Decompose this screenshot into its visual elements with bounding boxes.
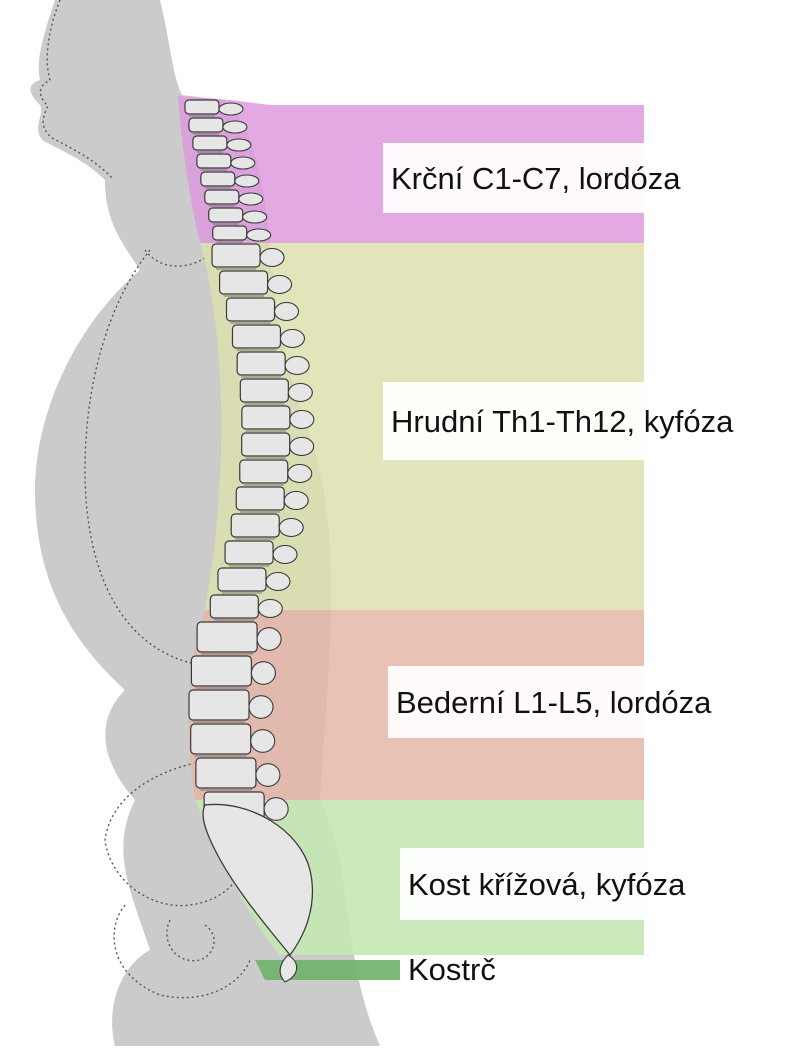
vertebra-body (197, 154, 231, 168)
vertebra-process (279, 519, 303, 537)
vertebra-body (189, 118, 223, 132)
vertebra-body (191, 656, 251, 686)
vertebra-process (251, 662, 275, 685)
vertebra-process (260, 249, 284, 267)
vertebra-body (220, 271, 268, 294)
vertebra-body (205, 190, 239, 204)
vertebra-body (232, 325, 280, 348)
vertebra-process (235, 175, 259, 187)
band-coccyx (255, 960, 400, 980)
label-sacrum: Kost křížová, kyfóza (400, 848, 745, 920)
vertebra-process (219, 103, 243, 115)
vertebra-body (240, 460, 288, 483)
label-thoracic: Hrudní Th1-Th12, kyfóza (383, 382, 799, 460)
vertebra-process (231, 157, 255, 169)
vertebra-process (256, 764, 280, 787)
label-cervical: Krční C1-C7, lordóza (383, 143, 645, 213)
vertebra-body (236, 487, 284, 510)
vertebra-process (288, 465, 312, 483)
vertebra-process (239, 193, 263, 205)
vertebra-body (237, 352, 285, 375)
vertebra-body (201, 172, 235, 186)
vertebra-body (210, 595, 258, 618)
vertebra-body (191, 724, 251, 754)
vertebra-process (290, 411, 314, 429)
vertebra-body (242, 433, 290, 456)
vertebra-process (247, 229, 271, 241)
vertebra-body (185, 100, 219, 114)
vertebra-body (196, 758, 256, 788)
vertebra-body (189, 690, 249, 720)
vertebra-process (268, 276, 292, 294)
vertebra-process (280, 330, 304, 348)
vertebra-body (209, 208, 243, 222)
vertebra-body (240, 379, 288, 402)
vertebra-body (193, 136, 227, 150)
vertebra-process (257, 628, 281, 651)
label-lumbar: Bederní L1-L5, lordóza (388, 666, 774, 738)
vertebra-body (212, 244, 260, 267)
vertebra-process (284, 492, 308, 510)
vertebra-body (218, 568, 266, 591)
vertebra-process (243, 211, 267, 223)
vertebra-process (266, 573, 290, 591)
vertebra-body (227, 298, 275, 321)
vertebra-process (264, 798, 288, 821)
vertebra-process (275, 303, 299, 321)
vertebra-body (231, 514, 279, 537)
vertebra-process (258, 600, 282, 618)
vertebra-body (225, 541, 273, 564)
vertebra-body (242, 406, 290, 429)
vertebra-process (285, 357, 309, 375)
vertebra-body (197, 622, 257, 652)
vertebra-process (249, 696, 273, 719)
vertebra-process (223, 121, 247, 133)
vertebra-body (213, 226, 247, 240)
vertebra-process (288, 384, 312, 402)
label-coccyx: Kostrč (400, 945, 540, 993)
vertebra-process (227, 139, 251, 151)
vertebra-process (273, 546, 297, 564)
vertebra-process (290, 438, 314, 456)
vertebra-process (251, 730, 275, 753)
